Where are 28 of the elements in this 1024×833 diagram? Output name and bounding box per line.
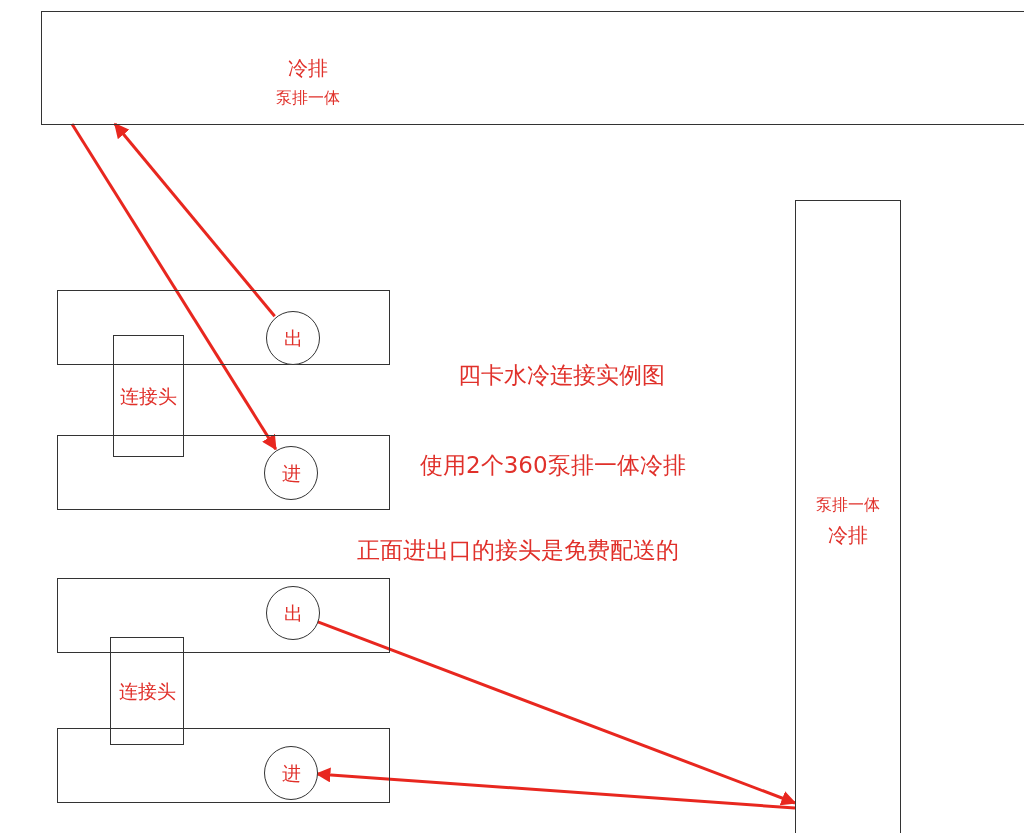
port-label: 进: [281, 462, 301, 484]
connector-box: [110, 637, 184, 745]
radiator-box: [41, 11, 1024, 125]
port-circle: [266, 586, 320, 640]
note-text: 正面进出口的接头是免费配送的: [357, 536, 679, 565]
radiator-label: 冷排: [828, 523, 868, 546]
note-text: 四卡水冷连接实例图: [458, 361, 665, 390]
port-circle: [266, 311, 320, 365]
port-circle: [264, 746, 318, 800]
radiator-box: [795, 200, 901, 833]
card-box: [57, 728, 390, 803]
arrow: [316, 620, 797, 806]
connector-label: 连接头: [118, 680, 176, 702]
port-label: 出: [283, 327, 303, 349]
card-box: [57, 578, 390, 653]
port-label: 进: [281, 762, 301, 784]
arrow: [70, 123, 277, 451]
connector-label: 连接头: [120, 385, 177, 407]
card-box: [57, 435, 390, 510]
radiator-label: 泵排一体: [816, 496, 880, 514]
arrow: [113, 122, 276, 318]
connector-box: [113, 335, 184, 457]
radiator-label: 冷排: [288, 57, 328, 80]
radiator-label: 泵排一体: [276, 89, 340, 107]
card-box: [57, 290, 390, 365]
port-circle: [264, 446, 318, 500]
note-text: 使用2个360泵排一体冷排: [420, 451, 686, 480]
port-label: 出: [283, 602, 303, 624]
